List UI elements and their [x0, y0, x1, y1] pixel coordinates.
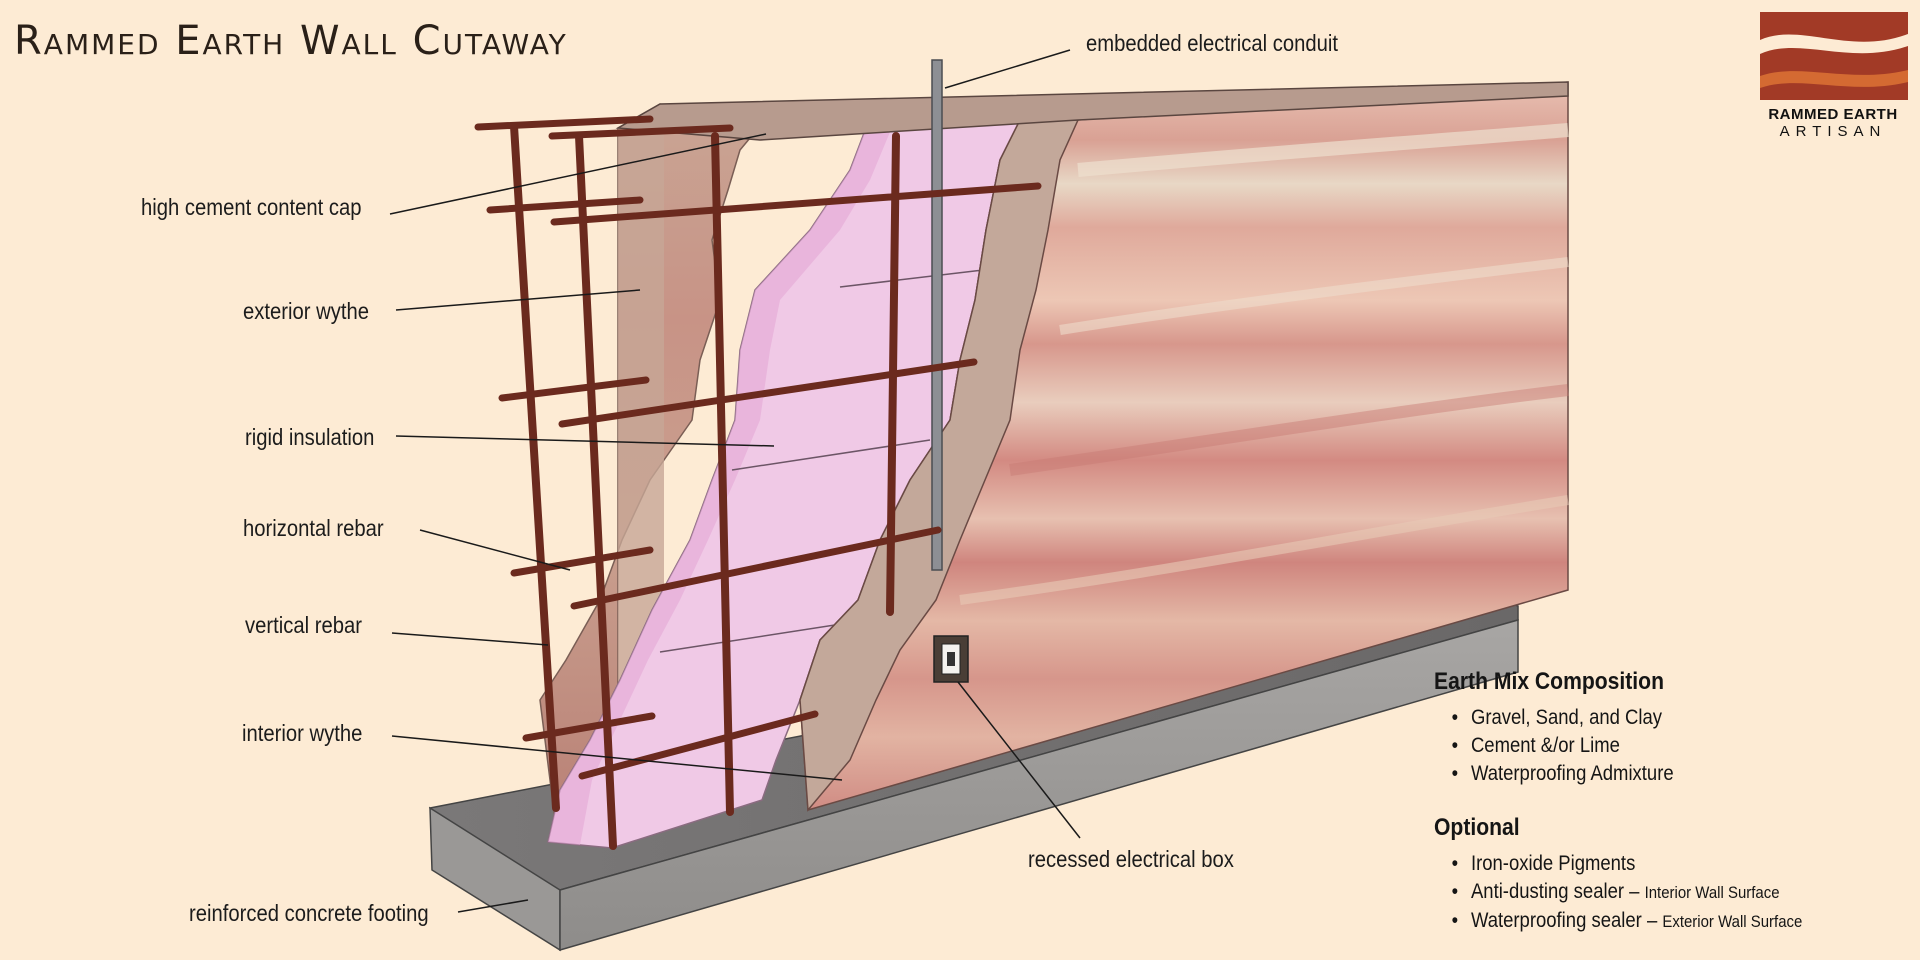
mix-info-panel: Earth Mix Composition Gravel, Sand, and … — [1434, 668, 1904, 936]
high-cement-cap — [615, 81, 1569, 141]
label-interior-wythe: interior wythe — [242, 720, 363, 746]
logo-text-line1: RAMMED EARTH — [1768, 106, 1898, 123]
label-rigid-insulation: rigid insulation — [245, 424, 375, 450]
electrical-box — [933, 635, 969, 683]
horizontal-rebar — [474, 115, 1042, 780]
item-main: Waterproofing sealer — [1470, 909, 1642, 932]
electrical-conduit — [931, 59, 943, 571]
list-item: Cement &/or Lime — [1434, 732, 1848, 760]
label-embedded-electrical-conduit: embedded electrical conduit — [1086, 30, 1339, 56]
leader-lines — [389, 49, 1081, 913]
list-item: Iron-oxide Pigments — [1434, 850, 1848, 878]
logo-mark — [1760, 12, 1908, 100]
composition-heading: Earth Mix Composition — [1434, 668, 1664, 695]
label-exterior-wythe: exterior wythe — [243, 298, 369, 324]
item-main: Iron-oxide Pigments — [1470, 852, 1636, 875]
page-title: Rammed Earth Wall Cutaway — [14, 18, 568, 64]
brand-logo: RAMMED EARTH ARTISAN — [1758, 10, 1908, 140]
list-item: Waterproofing sealer – Exterior Wall Sur… — [1434, 907, 1848, 936]
item-note: Interior Wall Surface — [1644, 883, 1780, 902]
label-reinforced-concrete-footing: reinforced concrete footing — [189, 900, 429, 926]
label-horizontal-rebar: horizontal rebar — [243, 515, 384, 541]
item-main: Anti-dusting sealer — [1470, 880, 1625, 903]
list-item: Waterproofing Admixture — [1434, 760, 1848, 788]
label-recessed-electrical-box: recessed electrical box — [1028, 846, 1234, 872]
list-item: Anti-dusting sealer – Interior Wall Surf… — [1434, 878, 1848, 907]
label-vertical-rebar: vertical rebar — [245, 612, 362, 638]
optional-list: Iron-oxide Pigments Anti-dusting sealer … — [1434, 850, 1904, 936]
composition-list: Gravel, Sand, and Clay Cement &/or Lime … — [1434, 704, 1904, 788]
label-high-cement-content-cap: high cement content cap — [141, 194, 362, 220]
logo-text-line2: ARTISAN — [1779, 123, 1887, 140]
item-note: Exterior Wall Surface — [1662, 912, 1803, 931]
optional-heading: Optional — [1434, 814, 1520, 841]
list-item: Gravel, Sand, and Clay — [1434, 704, 1848, 732]
